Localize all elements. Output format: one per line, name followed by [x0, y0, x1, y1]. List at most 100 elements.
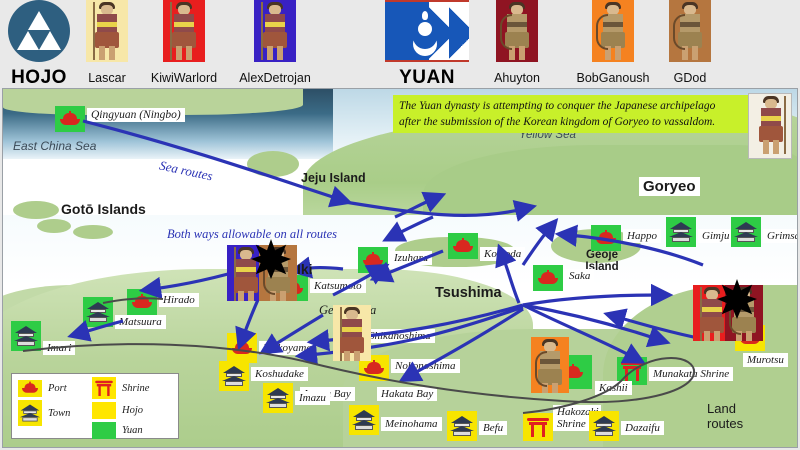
region-label-tsushima: Tsushima — [435, 285, 502, 301]
label-happo: Happo — [623, 229, 661, 243]
hojo-color-swatch — [92, 401, 116, 419]
marker-dazaifu[interactable] — [589, 411, 619, 441]
token-genkai-hojo[interactable] — [333, 305, 371, 361]
label-hirado: Hirado — [159, 293, 199, 307]
faction-header-bar: HOJO Lascar KiwiWarlord AlexDetrojan — [0, 0, 800, 88]
town-icon — [222, 366, 246, 386]
map-legend: Port Town Shrine Hojo Yuan — [11, 373, 179, 439]
legend-item-hojo: Hojo — [92, 400, 149, 420]
yuan-flag-icon — [385, 0, 469, 62]
player-name-gdod: GDod — [673, 71, 707, 85]
port-icon — [364, 360, 384, 374]
marker-imazu[interactable] — [263, 383, 293, 413]
legend-item-town: Town — [18, 398, 70, 428]
legend-item-yuan: Yuan — [92, 420, 149, 440]
player-name-lascar: Lascar — [88, 71, 126, 85]
player-name-bobganoush: BobGanoush — [576, 71, 650, 85]
player-portrait-kiwiwarlord — [163, 0, 205, 62]
token-goryeo-hojo[interactable] — [693, 285, 731, 341]
town-icon — [734, 222, 758, 242]
label-murotsu: Murotsu — [743, 353, 788, 367]
faction-hojo-label: HOJO — [11, 67, 67, 88]
marker-qingyuan[interactable] — [55, 106, 85, 132]
marker-grimsan[interactable] — [731, 217, 761, 247]
scenario-info-line-1: The Yuan dynasty is attempting to conque… — [399, 100, 716, 112]
player-portrait-alexdetrojan — [254, 0, 296, 62]
town-icon — [18, 400, 42, 426]
battle-marker-goryeo[interactable] — [717, 279, 757, 319]
player-lascar[interactable]: Lascar — [76, 0, 138, 85]
legend-item-port: Port — [18, 378, 70, 398]
label-saka: Saka — [565, 269, 595, 283]
marker-saka[interactable] — [533, 265, 563, 291]
scenario-info-line-2: after the submission of the Korean kingd… — [399, 116, 716, 128]
label-meinohama: Meinohama — [381, 417, 442, 431]
label-befu: Befu — [479, 421, 508, 435]
port-icon — [563, 364, 583, 378]
player-portrait-bobganoush — [592, 0, 634, 62]
marker-gimju[interactable] — [666, 217, 696, 247]
legend-label-shrine: Shrine — [122, 382, 150, 394]
player-bobganoush[interactable]: BobGanoush — [570, 0, 656, 85]
town-icon — [592, 416, 616, 436]
legend-item-shrine: Shrine — [92, 376, 149, 400]
player-alexdetrojan[interactable]: AlexDetrojan — [232, 0, 318, 85]
faction-hojo[interactable]: HOJO — [2, 0, 76, 87]
island-goto-3 — [73, 225, 113, 239]
battle-marker-iki[interactable] — [251, 239, 291, 279]
region-label-geoje-island: Geoje Island — [585, 249, 619, 273]
town-icon — [352, 410, 376, 430]
player-name-kiwiwarlord: KiwiWarlord — [150, 71, 218, 85]
label-katsumoto: Katsumoto — [310, 279, 366, 293]
marker-komoda[interactable] — [448, 233, 478, 259]
player-ahuyton[interactable]: Ahuyton — [482, 0, 552, 85]
region-label-jeju-island: Jeju Island — [301, 171, 366, 185]
label-gimju: Gimju — [698, 229, 734, 243]
town-icon — [266, 388, 290, 408]
label-munakata-shrine: Munakata Shrine — [649, 367, 734, 381]
player-portrait-gdod — [669, 0, 711, 62]
player-gdod[interactable]: GDod — [660, 0, 720, 85]
island-goto-2 — [37, 219, 71, 233]
port-icon — [18, 379, 42, 397]
route-label-both-ways: Both ways allowable on all routes — [167, 227, 338, 241]
region-label-iki: Iki — [297, 261, 313, 277]
label-qingyuan: Qingyuan (Ningbo) — [87, 108, 185, 122]
region-label-goryeo: Goryeo — [639, 177, 700, 196]
legend-label-yuan: Yuan — [122, 424, 143, 436]
player-kiwiwarlord[interactable]: KiwiWarlord — [146, 0, 222, 85]
marker-hakozaki-shrine[interactable] — [523, 413, 553, 441]
marker-befu[interactable] — [447, 411, 477, 441]
town-icon — [669, 222, 693, 242]
label-dazaifu: Dazaifu — [621, 421, 664, 435]
town-icon — [450, 416, 474, 436]
yuan-color-swatch — [92, 421, 116, 439]
token-hakata-yuan[interactable] — [531, 337, 569, 393]
marker-koshudake[interactable] — [219, 361, 249, 391]
port-icon — [538, 270, 558, 284]
marker-imari[interactable] — [11, 321, 41, 351]
player-name-ahuyton: Ahuyton — [494, 71, 540, 85]
port-icon — [453, 238, 473, 252]
sea-label-hakata-bay: Hakata Bay — [377, 387, 438, 401]
region-label-goto-islands: Gotō Islands — [61, 201, 146, 217]
label-grimsan: Grimsan — [763, 229, 797, 243]
player-name-alexdetrojan: AlexDetrojan — [239, 71, 311, 85]
town-icon — [14, 326, 38, 346]
route-label-land-routes: Land routes — [707, 401, 744, 431]
shrine-icon — [527, 417, 549, 437]
label-imazu: Imazu — [295, 391, 330, 405]
port-icon — [60, 111, 80, 125]
legend-label-hojo: Hojo — [122, 404, 143, 416]
label-koshudake: Koshudake — [251, 367, 308, 381]
hojo-emblem-icon — [8, 0, 70, 62]
active-player-portrait[interactable] — [748, 93, 792, 159]
town-icon — [86, 302, 110, 322]
scenario-info-box: The Yuan dynasty is attempting to conque… — [393, 95, 763, 133]
marker-meinohama[interactable] — [349, 405, 379, 435]
label-matsuura: Matsuura — [115, 315, 166, 329]
faction-yuan[interactable]: YUAN — [372, 0, 482, 87]
game-map[interactable]: The Yuan dynasty is attempting to conque… — [2, 88, 798, 448]
token-iki-hojo[interactable] — [227, 245, 265, 301]
sea-label-east-china-sea: East China Sea — [13, 139, 97, 153]
